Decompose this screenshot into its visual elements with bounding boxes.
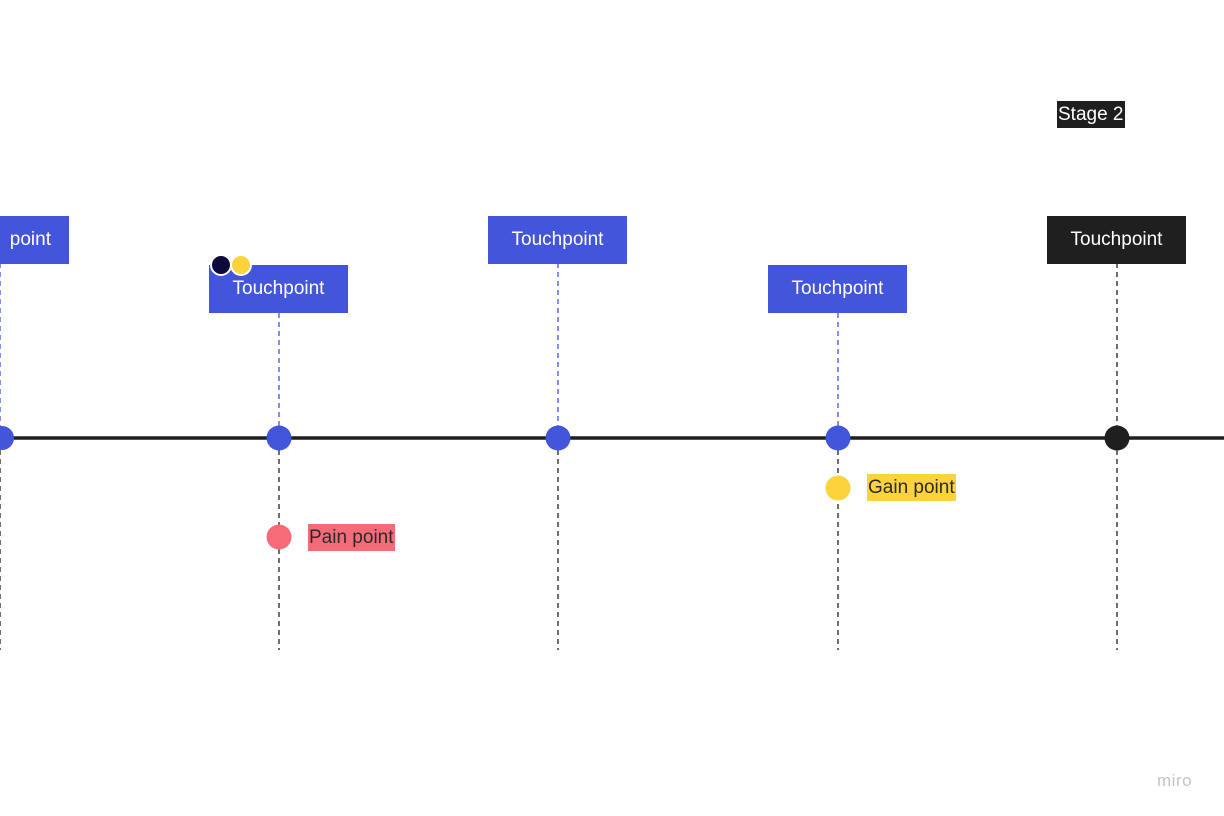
touchpoint-card-0[interactable]: point bbox=[0, 216, 69, 264]
timeline-node-1[interactable] bbox=[266, 425, 292, 451]
touchpoint-card-1[interactable]: Touchpoint bbox=[209, 265, 348, 313]
collaborator-avatar-icon[interactable] bbox=[230, 254, 252, 276]
pain-point-marker[interactable] bbox=[266, 524, 292, 550]
stage-label[interactable]: Stage 2 bbox=[1057, 101, 1125, 128]
touchpoint-card-2[interactable]: Touchpoint bbox=[488, 216, 627, 264]
timeline-node-4[interactable] bbox=[1104, 425, 1130, 451]
timeline-node-0[interactable] bbox=[0, 426, 14, 450]
gain-point-marker[interactable] bbox=[825, 475, 851, 501]
touchpoint-card-3[interactable]: Touchpoint bbox=[768, 265, 907, 313]
touchpoint-card-4[interactable]: Touchpoint bbox=[1047, 216, 1186, 264]
miro-watermark: miro bbox=[1157, 771, 1193, 790]
collaborator-avatar-icon[interactable] bbox=[210, 254, 232, 276]
gain-point-label[interactable]: Gain point bbox=[867, 474, 956, 501]
pain-point-label[interactable]: Pain point bbox=[308, 524, 395, 551]
timeline-node-2[interactable] bbox=[545, 425, 571, 451]
timeline-node-3[interactable] bbox=[825, 425, 851, 451]
